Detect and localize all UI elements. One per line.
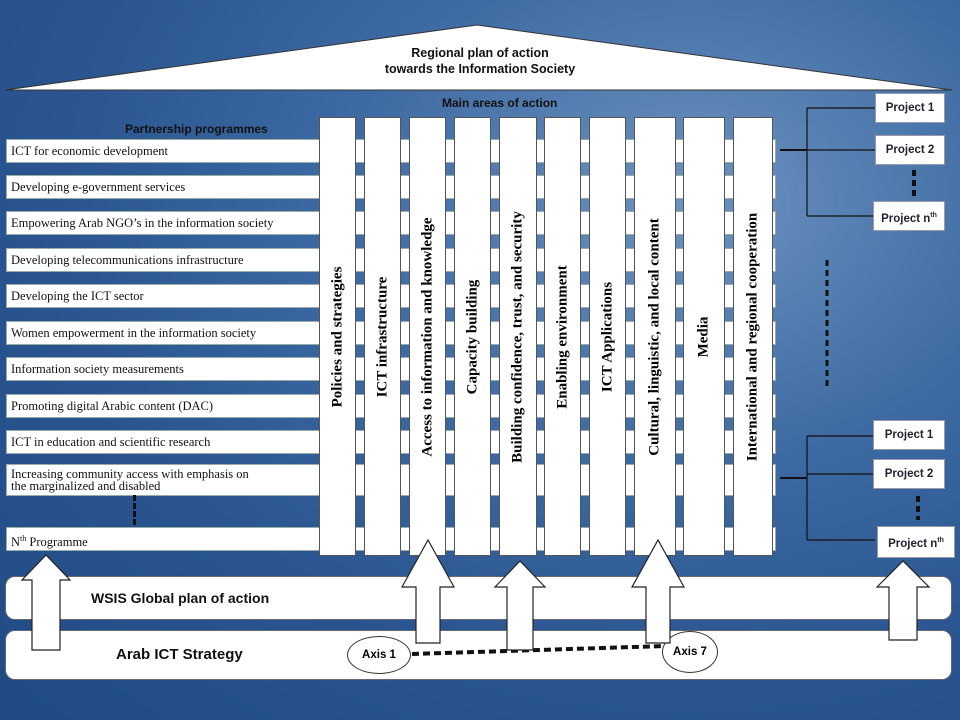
partnership-label: Partnership programmes	[125, 122, 268, 136]
area-label: Capacity building	[464, 279, 480, 394]
area-column: Capacity building	[454, 117, 491, 556]
project-n-bottom: Project nth	[877, 526, 955, 558]
up-arrow-right	[875, 560, 931, 641]
nth-suffix: Programme	[26, 535, 88, 550]
area-label: Cultural, linguistic, and local content	[646, 217, 663, 456]
area-label: Access to information and knowledge	[419, 216, 435, 457]
area-label: International and regional cooperation	[744, 212, 761, 461]
programme-label: Empowering Arab NGO’s in the information…	[11, 216, 274, 230]
up-arrow-cultural	[630, 538, 686, 644]
project-n-bottom-prefix: Project n	[888, 537, 938, 550]
programme-label: ICT for economic development	[11, 144, 169, 158]
programme-label: Information society measurements	[11, 362, 184, 376]
project-n-bottom-sup: th	[937, 537, 944, 544]
area-label: Policies and strategies	[329, 266, 345, 407]
arab-strategy-band: Arab ICT Strategy	[5, 630, 952, 680]
project-connectors	[780, 107, 920, 541]
programme-label: Developing e-government services	[11, 180, 186, 194]
nth-prefix: N	[11, 535, 21, 550]
project-1-bottom: Project 1	[873, 420, 945, 450]
area-column: Media	[683, 117, 725, 556]
area-column: Enabling environment	[544, 117, 581, 556]
roof-title-line2: towards the Information Society	[384, 62, 576, 76]
area-column: Access to information and knowledge	[409, 117, 446, 556]
area-column: Building confidence, trust, and security	[499, 117, 537, 556]
up-arrows	[20, 538, 931, 651]
roof-shape	[4, 24, 953, 91]
project-2-top: Project 2	[875, 135, 945, 165]
area-column: International and regional cooperation	[733, 117, 773, 556]
area-label: ICT Applications	[599, 281, 615, 392]
up-arrow-left	[20, 554, 72, 651]
up-arrow-building	[493, 560, 547, 651]
area-label: Enabling environment	[554, 264, 570, 409]
area-column: ICT Applications	[589, 117, 626, 556]
main-areas-label: Main areas of action	[442, 96, 558, 110]
programme-label: Women empowerment in the information soc…	[11, 326, 257, 340]
arab-strategy-label: Arab ICT Strategy	[116, 646, 243, 663]
wsis-label: WSIS Global plan of action	[91, 590, 270, 606]
project-2-bottom: Project 2	[873, 459, 945, 489]
area-label: ICT infrastructure	[374, 276, 390, 397]
axis-7-oval: Axis 7	[662, 631, 718, 673]
project-n-top-prefix: Project n	[881, 212, 931, 225]
programme-label: ICT in education and scientific research	[11, 435, 211, 449]
area-label: Building confidence, trust, and security	[509, 210, 526, 463]
up-arrow-access	[400, 538, 456, 644]
programmes-ellipsis	[133, 495, 136, 525]
wsis-band: WSIS Global plan of action	[5, 576, 952, 620]
area-label: Media	[695, 316, 712, 357]
programme-label-line1: Increasing community access with emphasi…	[11, 467, 249, 481]
nth-sup: th	[20, 534, 27, 543]
axis-1-oval: Axis 1	[347, 636, 411, 674]
programme-label: Developing telecommunications infrastruc…	[11, 253, 244, 267]
project-n-top-sup: th	[930, 212, 937, 219]
area-column: ICT infrastructure	[364, 117, 401, 556]
programme-label: Developing the ICT sector	[11, 289, 144, 303]
area-column: Cultural, linguistic, and local content	[634, 117, 676, 556]
project-1-top: Project 1	[875, 93, 945, 123]
area-column: Policies and strategies	[319, 117, 356, 556]
project-n-top: Project nth	[873, 201, 945, 231]
programme-label: Promoting digital Arabic content (DAC)	[11, 399, 214, 413]
programme-label-line2: the marginalized and disabled	[11, 479, 161, 493]
roof-title-line1: Regional plan of action	[411, 46, 549, 60]
axis-link	[411, 644, 666, 656]
roof-title: Regional plan of action towards the Info…	[330, 45, 630, 77]
